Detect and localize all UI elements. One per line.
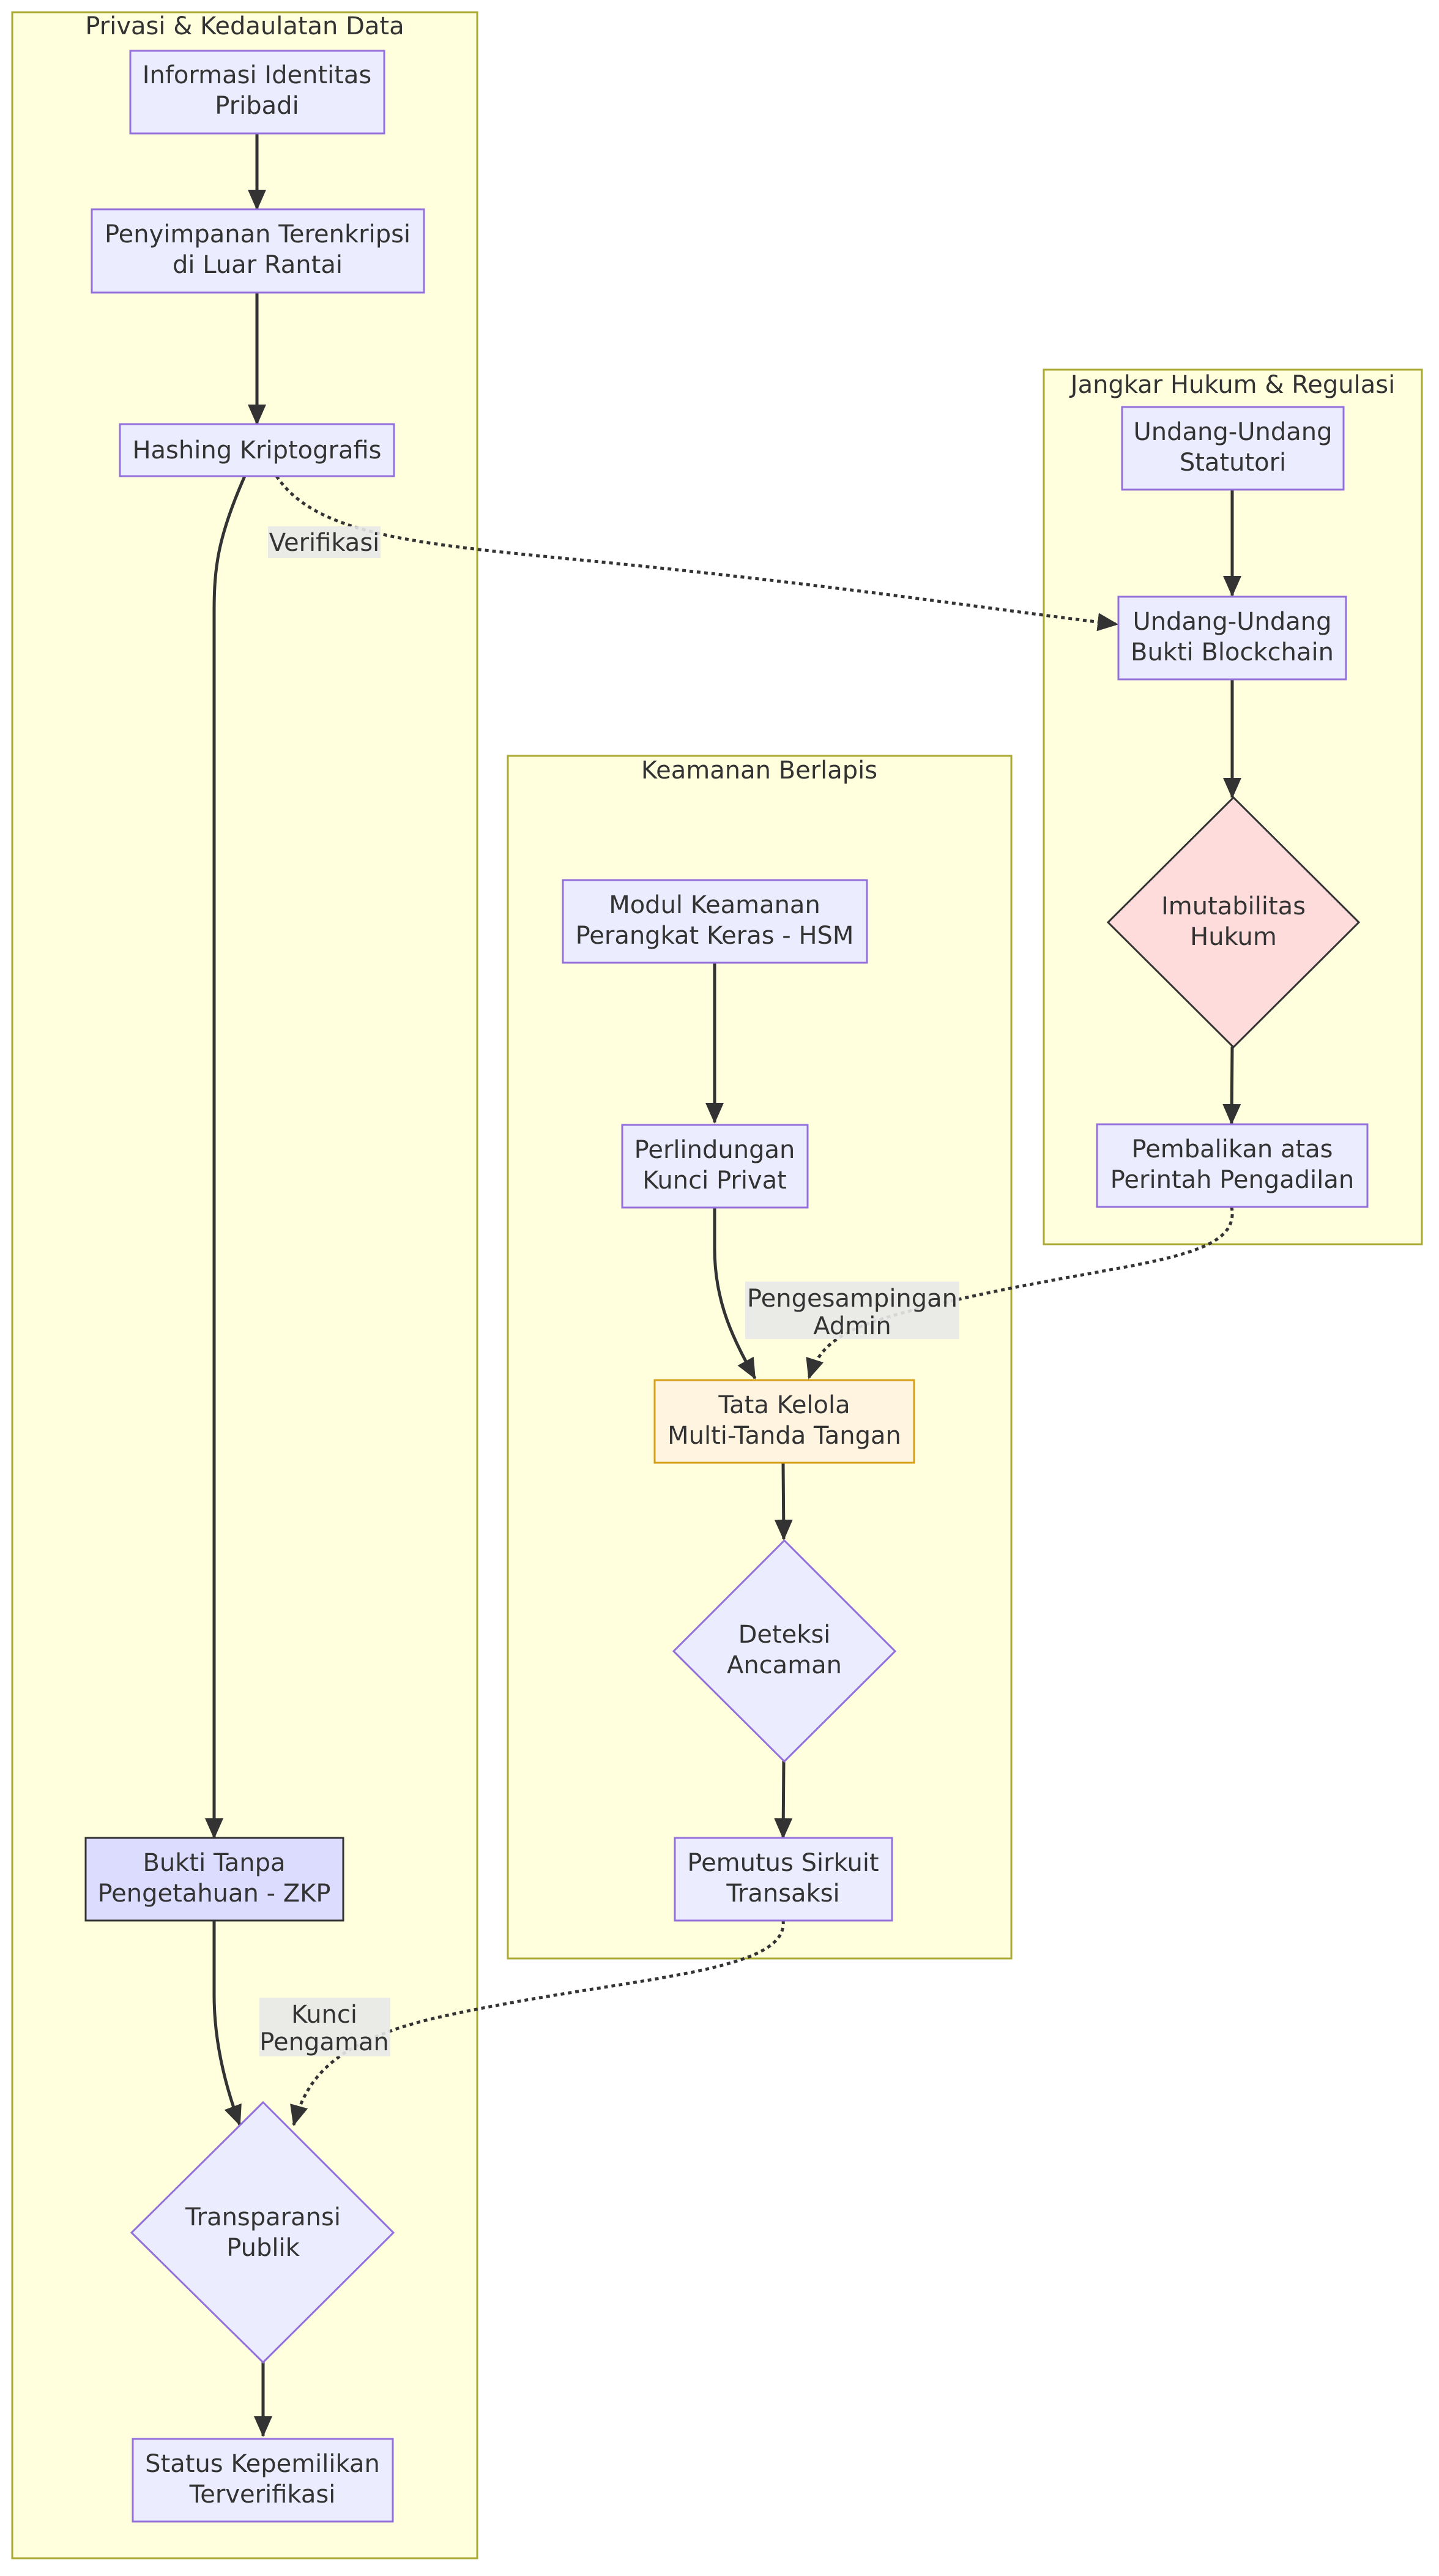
node-hashing-line-1: Hashing Kriptografis — [132, 436, 381, 465]
svg-text:Verifikasi: Verifikasi — [269, 529, 380, 557]
node-ownership-line-2: Terverifikasi — [189, 2481, 336, 2509]
edges-layer — [205, 133, 1241, 2437]
node-offchain-storage: Penyimpanan Terenkripsi di Luar Rantai — [91, 208, 425, 294]
node-pii-line-2: Pribadi — [215, 92, 299, 120]
node-offchain-line-2: di Luar Rantai — [173, 251, 343, 279]
node-threat-line-1: Deteksi — [738, 1621, 831, 1649]
node-statute-line-2: Statutori — [1180, 449, 1286, 477]
svg-text:Hashing Kriptografis: Hashing Kriptografis — [132, 436, 381, 465]
node-ownership-line-1: Status Kepemilikan — [145, 2450, 380, 2478]
node-privkey-line-2: Kunci Privat — [642, 1167, 787, 1195]
node-hsm-line-1: Modul Keamanan — [609, 891, 820, 919]
cluster-privacy-title: Privasi & Kedaulatan Data — [85, 12, 404, 40]
node-transparency-line-1: Transparansi — [185, 2203, 341, 2231]
node-reversal-line-2: Perintah Pengadilan — [1110, 1166, 1355, 1194]
node-evidence-line-2: Bukti Blockchain — [1131, 638, 1334, 666]
node-offchain-line-1: Penyimpanan Terenkripsi — [105, 220, 411, 248]
node-hsm-line-2: Perangkat Keras - HSM — [576, 922, 854, 950]
node-threat-line-2: Ancaman — [727, 1651, 842, 1679]
edge-label-verification: Verifikasi — [268, 526, 381, 558]
edge-label-admin-line-2: Admin — [813, 1312, 891, 1340]
node-breaker-line-1: Pemutus Sirkuit — [687, 1849, 879, 1877]
node-reversal-line-1: Pembalikan atas — [1132, 1135, 1333, 1163]
node-statute-line-1: Undang-Undang — [1134, 418, 1333, 446]
edge-privkey-multisig — [713, 1208, 757, 1379]
node-hashing: Hashing Kriptografis — [119, 423, 395, 477]
node-multisig-line-2: Multi-Tanda Tangan — [667, 1422, 901, 1450]
edge-multisig-threat — [774, 1462, 793, 1540]
node-evidence-line-1: Undang-Undang — [1133, 608, 1332, 636]
edge-label-admin-line-1: Pengesampingan — [747, 1285, 957, 1313]
edge-label-verification-line-1: Verifikasi — [269, 529, 380, 557]
edge-label-safety-line-1: Kunci — [291, 2001, 357, 2029]
node-transparency-line-2: Publik — [226, 2234, 300, 2262]
edge-threat-breaker — [774, 1760, 793, 1839]
edge-label-safety-line-2: Pengaman — [259, 2028, 389, 2056]
node-zkp-line-2: Pengetahuan - ZKP — [97, 1880, 330, 1908]
node-immut-line-1: Imutabilitas — [1161, 892, 1306, 920]
edge-breaker-transparency — [290, 1920, 785, 2126]
edge-hashing-zkp — [205, 475, 247, 1839]
cluster-legal-title: Jangkar Hukum & Regulasi — [1069, 371, 1395, 399]
node-immut-line-2: Hukum — [1190, 923, 1277, 951]
node-privkey-line-1: Perlindungan — [634, 1136, 795, 1164]
edge-reversal-multisig — [806, 1206, 1234, 1379]
node-zkp-line-1: Bukti Tanpa — [143, 1849, 285, 1877]
node-breaker-line-2: Transaksi — [726, 1880, 839, 1908]
cluster-security-title: Keamanan Berlapis — [641, 756, 877, 785]
node-multisig-line-1: Tata Kelola — [718, 1391, 850, 1419]
edge-zkp-transparency — [212, 1921, 242, 2126]
node-pii-line-1: Informasi Identitas — [143, 61, 372, 89]
